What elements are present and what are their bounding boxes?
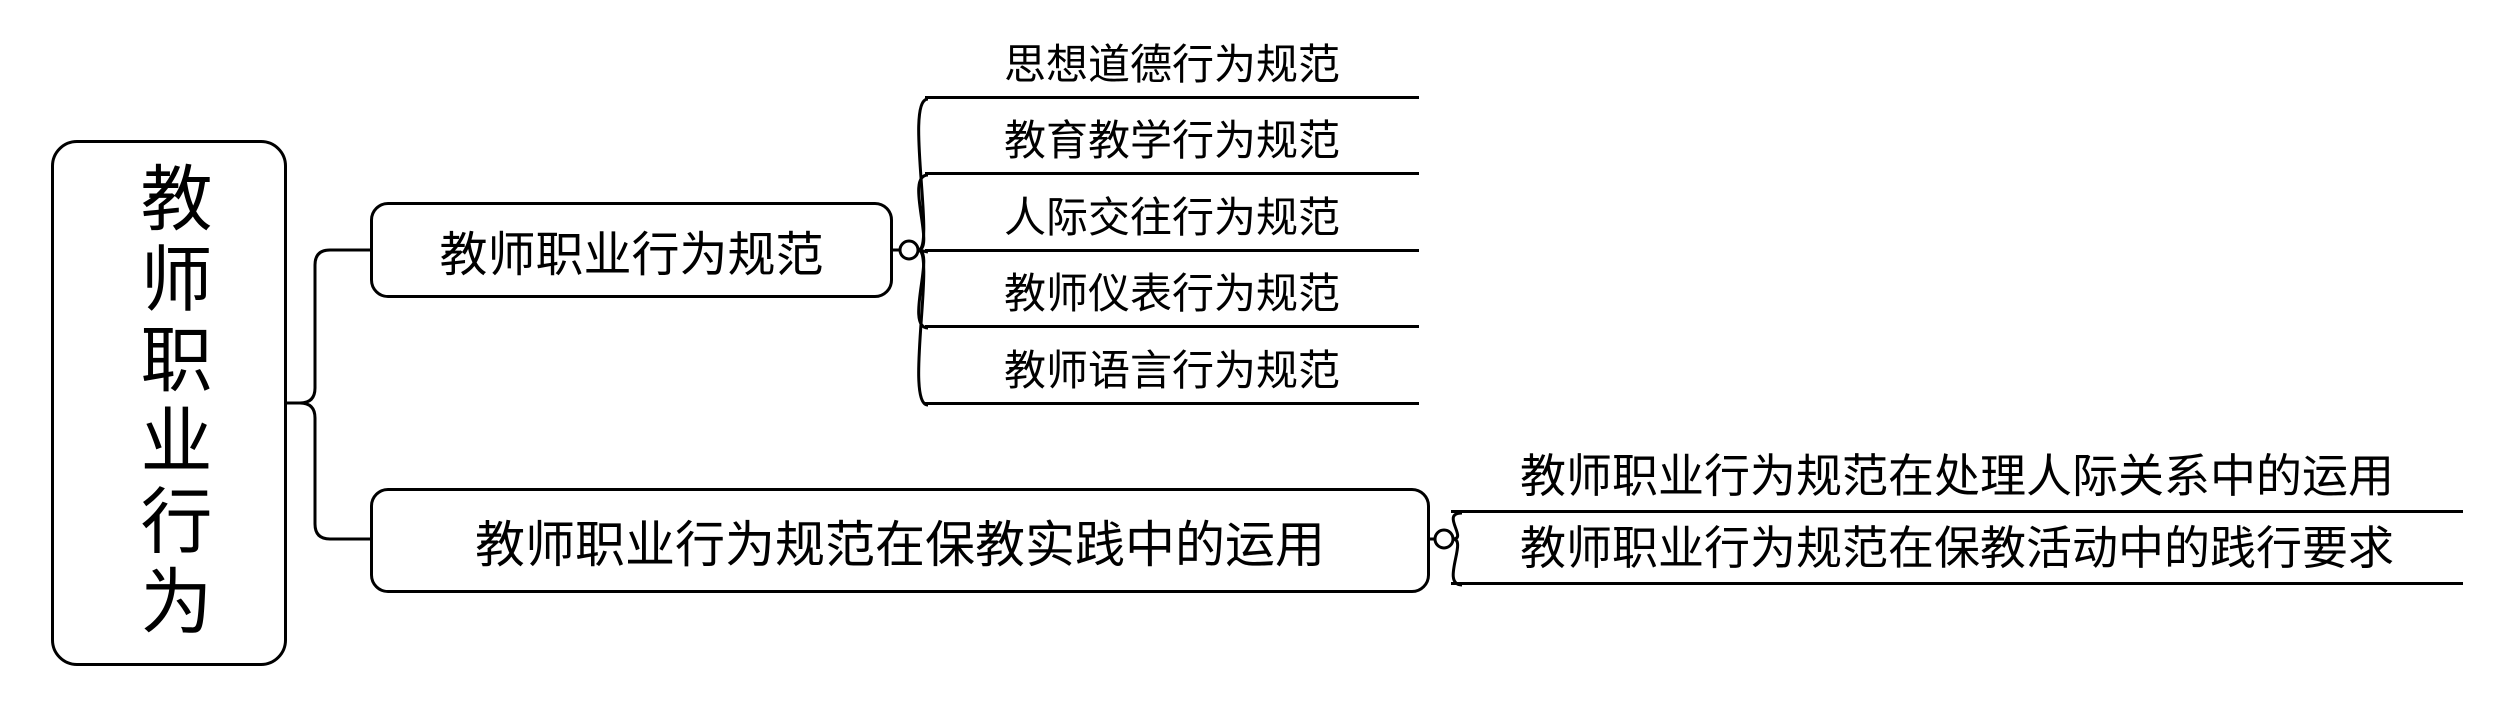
branch1-joint-circle xyxy=(898,239,920,261)
leaf-item: 教师职业行为规范在处理人际关系中的运用 xyxy=(1451,451,2463,513)
root-node: 教师职业行为 xyxy=(51,140,287,666)
root-node-label: 教师职业行为 xyxy=(129,161,209,645)
leaf-item: 教师职业行为规范在保教活动中的践行要求 xyxy=(1451,523,2463,585)
connector-root-branch2 xyxy=(287,401,370,541)
branch-node-label: 教师职业行为规范 xyxy=(439,229,824,282)
leaf-item: 人际交往行为规范 xyxy=(925,190,1419,252)
leaf-item: 教师语言行为规范 xyxy=(925,343,1419,405)
leaf-item: 教育教学行为规范 xyxy=(925,113,1419,175)
leaf-item: 思想道德行为规范 xyxy=(925,37,1419,99)
branch-node-label: 教师职业行为规范在保教实践中的运用 xyxy=(475,516,1325,573)
connector-root-branch1 xyxy=(287,248,370,405)
leaf-item: 教师仪表行为规范 xyxy=(925,266,1419,328)
branch-node-practice-application: 教师职业行为规范在保教实践中的运用 xyxy=(370,488,1430,593)
branch-node-behavior-norms: 教师职业行为规范 xyxy=(370,202,893,298)
